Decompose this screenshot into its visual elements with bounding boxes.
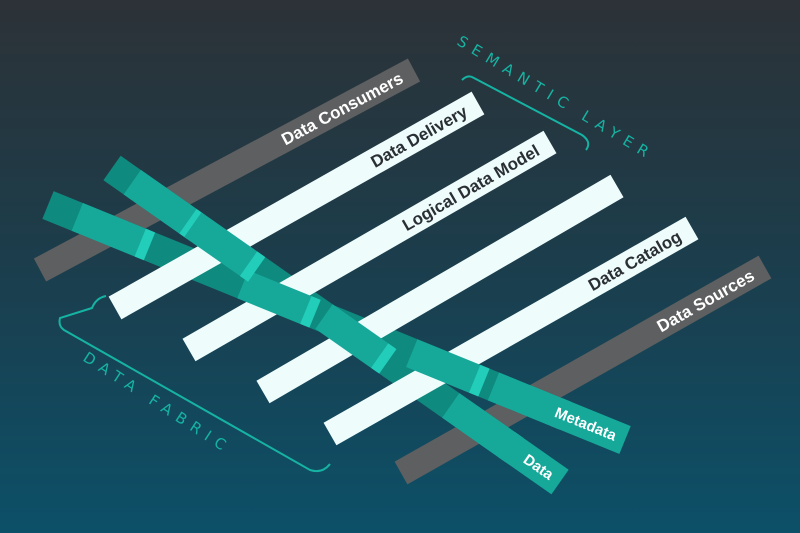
ribbon-over-segment (123, 169, 204, 239)
ribbon-crossing-metadata-model (237, 270, 321, 328)
ribbon-crossing-data-unlabeled (315, 304, 397, 374)
ribbon-end-shape (461, 406, 569, 495)
ribbon-over-segment (237, 270, 319, 327)
ribbon-step (371, 343, 397, 374)
layer-label-catalog: Data Catalog (585, 227, 685, 295)
ribbon-over-segment (184, 212, 264, 281)
ribbon-crossing-data-delivery (184, 212, 266, 282)
ribbon-crossing-metadata-catalog (406, 339, 490, 397)
ribbon-end-shape (517, 384, 631, 454)
semantic-layer-bracket (461, 75, 590, 151)
bar-shape (323, 216, 699, 446)
bar-shape (108, 91, 485, 320)
layer-label-delivery: Data Delivery (368, 102, 472, 172)
ribbon-step (469, 364, 490, 397)
ribbon-crossing-data-consumers (123, 169, 205, 240)
data-fabric-label: DATA FABRIC (80, 348, 235, 458)
ribbon-over-segment (71, 203, 154, 260)
ribbon-step (134, 228, 156, 261)
layer-label-model: Logical Data Model (399, 141, 543, 235)
ribbon-crossing-metadata-consumers (71, 203, 156, 261)
ribbon-step (179, 208, 205, 240)
semantic-layer-label: SEMANTIC LAYER (454, 32, 658, 164)
layer-label-sources: Data Sources (654, 266, 758, 336)
ribbon-end-metadata: Metadata (517, 384, 631, 454)
ribbon-step (300, 296, 321, 328)
ribbon-over-segment (406, 339, 488, 396)
data-fabric-bracket (58, 295, 331, 473)
ribbon-over-segment (315, 304, 395, 373)
layer-label-consumers: Data Consumers (278, 69, 406, 149)
ribbon-step (239, 251, 266, 282)
